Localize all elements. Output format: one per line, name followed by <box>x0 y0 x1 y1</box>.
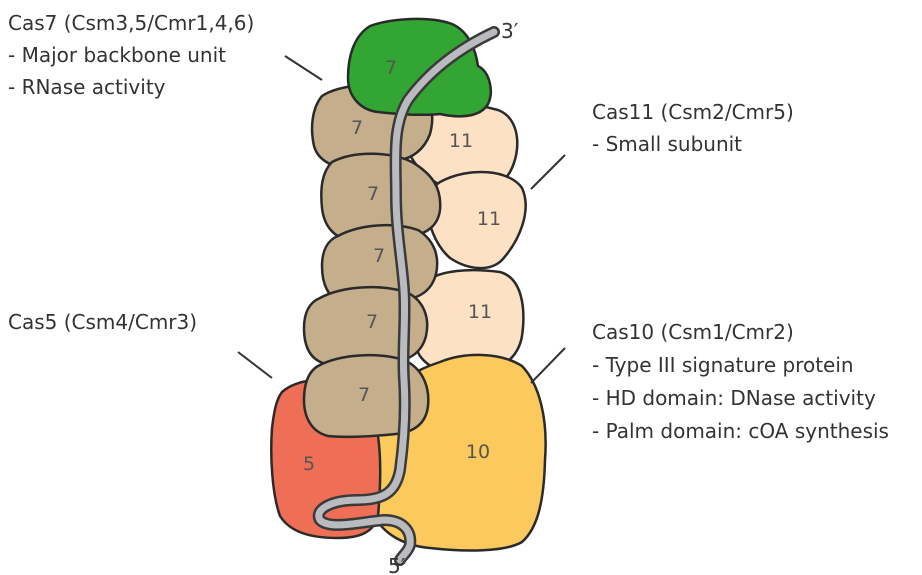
cas10-leader-line <box>531 348 565 383</box>
rna-5-prime-label: 5′ <box>388 554 406 575</box>
cas7-b-label: 7 <box>367 183 379 205</box>
cas10-label: 10 <box>466 441 490 463</box>
cas5-annotation-title: Cas5 (Csm4/Cmr3) <box>8 310 197 334</box>
cas7-leader-line <box>285 56 322 80</box>
cas11-a-label: 11 <box>449 130 473 152</box>
cas7-annotation-title: Cas7 (Csm3,5/Cmr1,4,6) <box>8 11 254 35</box>
cas7-subunit-top <box>348 19 491 116</box>
cas10-annotation-line-2: - HD domain: DNase activity <box>592 386 876 410</box>
cas10-annotation-title: Cas10 (Csm1/Cmr2) <box>592 320 794 344</box>
cas11-annotation-title: Cas11 (Csm2/Cmr5) <box>592 100 794 124</box>
cas7-annotation: Cas7 (Csm3,5/Cmr1,4,6) - Major backbone … <box>8 11 254 99</box>
cas11-annotation: Cas11 (Csm2/Cmr5) - Small subunit <box>592 100 794 156</box>
cas10-annotation-line-3: - Palm domain: cOA synthesis <box>592 419 889 443</box>
cas7-annotation-line-1: - Major backbone unit <box>8 43 226 67</box>
rna-3-prime-label: 3′ <box>501 19 519 43</box>
cas7-top-label: 7 <box>385 57 397 79</box>
cas7-annotation-line-2: - RNase activity <box>8 75 166 99</box>
cas10-annotation: Cas10 (Csm1/Cmr2) - Type III signature p… <box>592 320 889 443</box>
cas11-annotation-line-1: - Small subunit <box>592 132 742 156</box>
cas7-d-label: 7 <box>366 311 378 333</box>
cas10-annotation-line-1: - Type III signature protein <box>592 353 854 377</box>
cas7-a-label: 7 <box>351 117 363 139</box>
cas5-label: 5 <box>303 453 315 475</box>
cas11-b-label: 11 <box>477 208 501 230</box>
cas11-c-label: 11 <box>468 301 492 323</box>
cas7-c-label: 7 <box>373 245 385 267</box>
cas5-leader-line <box>238 352 272 378</box>
cas7-e-label: 7 <box>358 384 370 406</box>
cas11-leader-line <box>531 155 565 189</box>
cas5-annotation: Cas5 (Csm4/Cmr3) <box>8 310 197 334</box>
